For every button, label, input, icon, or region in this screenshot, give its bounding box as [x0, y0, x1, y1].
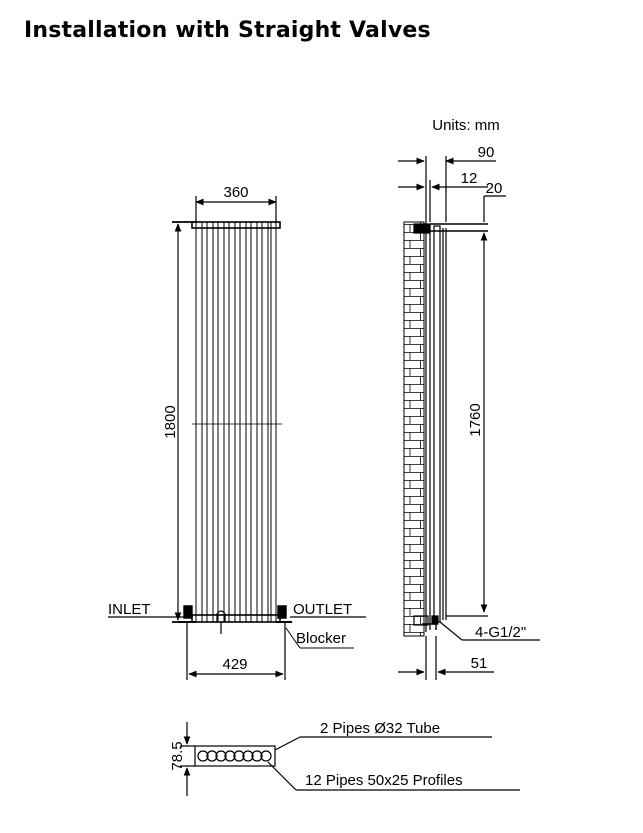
radiator-side	[413, 222, 488, 632]
depth-label: 90	[478, 144, 495, 161]
outlet-label: OUTLET	[293, 601, 352, 618]
profile-label: 12 Pipes 50x25 Profiles	[305, 772, 463, 789]
front-view	[108, 196, 366, 680]
width-dimension	[195, 196, 277, 222]
units-label: Units: mm	[432, 117, 500, 134]
inlet-label: INLET	[108, 601, 151, 618]
bracket-label: 12	[461, 170, 478, 187]
blocker-label: Blocker	[296, 630, 346, 647]
width-label: 360	[223, 184, 248, 201]
side-height-label: 1760	[467, 403, 484, 436]
wall	[403, 221, 425, 637]
page-title: Installation with Straight Valves	[24, 18, 431, 43]
depth-dimension	[398, 156, 496, 222]
blocker	[216, 610, 226, 634]
inlet-valve	[178, 605, 196, 623]
pipe-centres-label: 429	[222, 656, 247, 673]
wall-gap-label: 51	[471, 655, 488, 672]
profile-section	[194, 745, 276, 767]
bracket-dimension	[398, 180, 488, 222]
top-depth-dimension	[180, 722, 195, 796]
wall-gap-dimension	[398, 636, 494, 680]
side-view	[398, 156, 540, 680]
tube-label: 2 Pipes Ø32 Tube	[320, 720, 440, 737]
top-depth-label: 78.5	[169, 741, 186, 770]
offset-dimension	[483, 195, 506, 222]
radiator-columns	[191, 221, 282, 623]
connection-label: 4-G1/2"	[475, 624, 526, 641]
height-label: 1800	[162, 405, 179, 438]
top-view	[180, 722, 520, 796]
pipe-centres-dimension	[186, 622, 286, 680]
offset-label: 20	[486, 180, 503, 197]
side-height-dimension	[446, 232, 488, 617]
outlet-valve	[276, 605, 292, 623]
